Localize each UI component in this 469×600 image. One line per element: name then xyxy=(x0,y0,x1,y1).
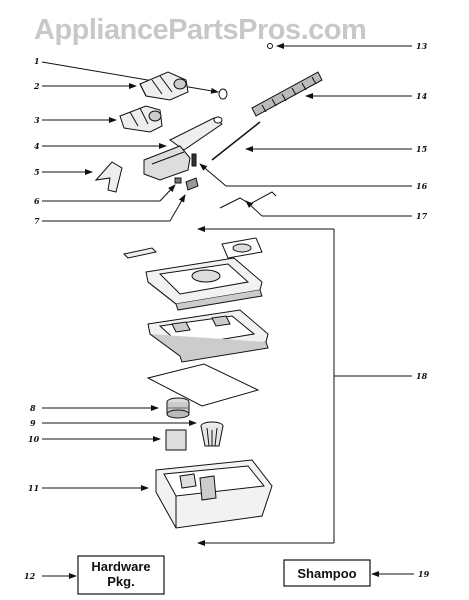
watermark: AppliancePartsPros.com xyxy=(34,14,367,46)
callout-5: 5 xyxy=(34,167,40,177)
part-2-tool xyxy=(139,71,189,101)
callout-18: 18 xyxy=(416,371,428,381)
callout-16: 16 xyxy=(416,181,428,191)
callout-17: 17 xyxy=(416,211,428,221)
callout-2: 2 xyxy=(34,81,40,91)
part-13-screw xyxy=(267,43,273,49)
leader-1 xyxy=(41,61,219,94)
callout-10: 10 xyxy=(28,434,40,444)
leader-16b xyxy=(199,163,227,187)
part-15-rod xyxy=(211,121,261,161)
part-18-lid-assembly xyxy=(122,237,263,311)
hardware-label-line2: Pkg. xyxy=(107,574,135,589)
part-9-filter-cup xyxy=(200,421,224,447)
callout-9: 9 xyxy=(30,418,36,428)
callout-7: 7 xyxy=(34,216,40,226)
part-3-tool xyxy=(119,105,163,133)
part-1-ring xyxy=(218,88,228,100)
callout-4: 4 xyxy=(34,141,40,151)
part-17-clip xyxy=(219,191,277,209)
callout-8: 8 xyxy=(30,403,36,413)
part-6-clip xyxy=(174,177,182,184)
shampoo-box xyxy=(283,559,371,587)
callout-3: 3 xyxy=(34,115,40,125)
shampoo-label: Shampoo xyxy=(297,566,357,581)
part-14-hose xyxy=(251,71,323,117)
part-10-card xyxy=(165,429,187,451)
hardware-pkg-label: Hardware Pkg. xyxy=(78,559,164,589)
leader-6b xyxy=(159,184,176,202)
part-18-tray xyxy=(147,309,269,363)
callout-13: 13 xyxy=(416,41,428,51)
hardware-box xyxy=(77,555,165,595)
leader-7b xyxy=(169,194,186,222)
part-5-bracket xyxy=(94,161,123,193)
part-16-tube xyxy=(191,153,197,167)
callout-6: 6 xyxy=(34,196,40,206)
callout-15: 15 xyxy=(416,144,428,154)
part-11-tank xyxy=(155,459,273,529)
callout-14: 14 xyxy=(416,91,428,101)
part-8-cap xyxy=(166,397,190,419)
callout-1: 1 xyxy=(34,56,40,66)
callout-11: 11 xyxy=(28,483,40,493)
hardware-label-line1: Hardware xyxy=(91,559,151,574)
callout-19: 19 xyxy=(418,569,430,579)
part-4-nozzle xyxy=(143,116,223,181)
part-7-clip xyxy=(185,177,199,191)
callout-12: 12 xyxy=(24,571,36,581)
part-18-filter-sheet xyxy=(146,363,260,407)
